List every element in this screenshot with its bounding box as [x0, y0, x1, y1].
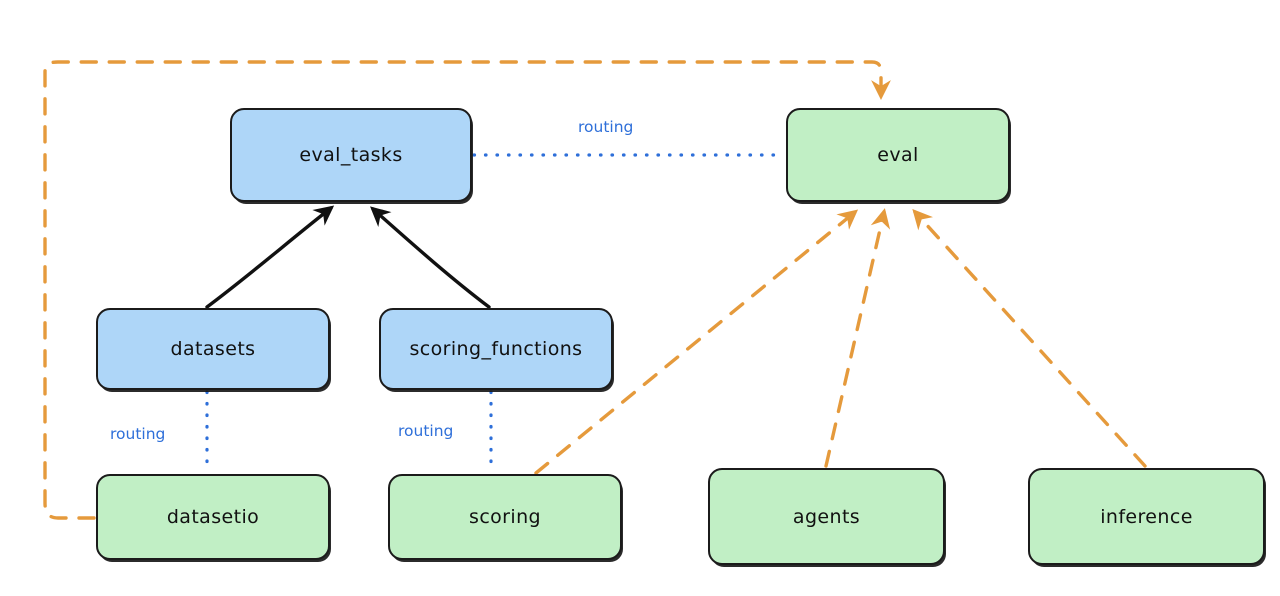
edge-scoring-functions-to-eval-tasks: [370, 206, 491, 309]
node-datasets[interactable]: datasets: [96, 308, 330, 390]
edge-datasetio-to-eval-dependency: [43, 60, 891, 520]
node-scoring[interactable]: scoring: [388, 474, 622, 560]
edge-datasets-to-eval-tasks: [205, 205, 335, 309]
edge-agents-to-eval-dependency: [824, 208, 891, 468]
edge-label-routing-scoring: routing: [398, 422, 454, 440]
node-label: scoring: [469, 506, 541, 528]
node-inference[interactable]: inference: [1028, 468, 1265, 565]
node-label: datasetio: [166, 506, 260, 528]
node-label: agents: [792, 505, 861, 528]
node-agents[interactable]: agents: [708, 468, 945, 565]
node-scoring_functions[interactable]: scoring_functions: [379, 308, 613, 390]
edge-inference-to-eval-dependency: [912, 209, 1147, 468]
node-datasetio[interactable]: datasetio: [96, 474, 330, 560]
node-label: eval_tasks: [299, 144, 403, 166]
node-label: eval: [877, 144, 919, 166]
node-label: inference: [1100, 505, 1193, 528]
edge-label-routing-eval-tasks: routing: [578, 118, 634, 136]
node-label: datasets: [170, 338, 256, 360]
node-eval[interactable]: eval: [786, 108, 1010, 202]
node-label: scoring_functions: [409, 338, 583, 360]
edge-label-routing-datasets: routing: [110, 425, 166, 443]
edge-scoring-to-eval-dependency: [534, 209, 859, 475]
node-eval_tasks[interactable]: eval_tasks: [230, 108, 472, 202]
